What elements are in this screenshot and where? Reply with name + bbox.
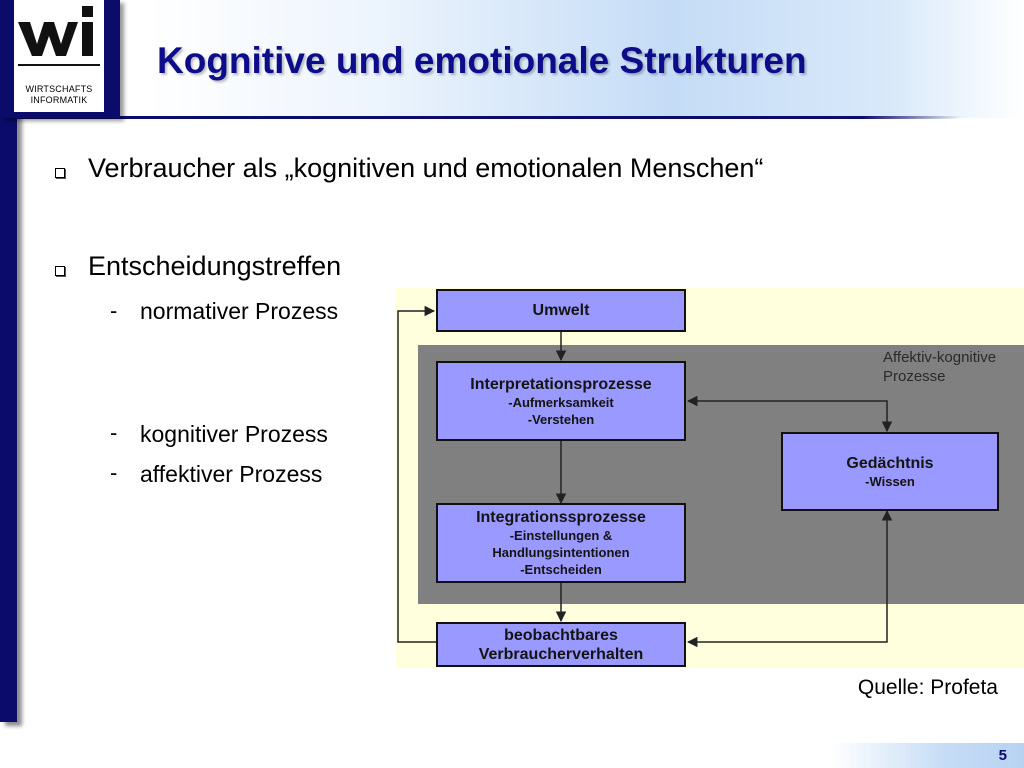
header-rule — [0, 116, 862, 119]
subitem-text: kognitiver Prozess — [140, 421, 328, 447]
subitem-text: affektiver Prozess — [140, 461, 323, 487]
panel-label-line2: Prozesse — [883, 368, 946, 385]
wi-logo-icon — [18, 6, 100, 66]
source-caption: Quelle: Profeta — [857, 676, 998, 699]
logo-text-line2: INFORMATIK — [30, 95, 88, 105]
panel-label-line1: Affektiv-kognitive — [883, 349, 997, 366]
bullet-square-icon — [55, 168, 65, 178]
header-band — [145, 0, 1024, 118]
dash-bullet: - — [110, 420, 118, 445]
node-integration: Integrationssprozesse -Einstellungen & H… — [436, 503, 686, 583]
logo-panel: WIRTSCHAFTS INFORMATIK — [14, 0, 104, 112]
node-integration-title: Integrationssprozesse — [476, 509, 646, 526]
node-umwelt-title: Umwelt — [532, 302, 590, 319]
node-verhalten: beobachtbares Verbraucherverhalten — [436, 622, 686, 667]
logo-text: WIRTSCHAFTS INFORMATIK — [14, 84, 104, 106]
page-title: Kognitive und emotionale Strukturen — [157, 40, 807, 81]
arrow-gedaechtnis-interpretation — [686, 395, 893, 433]
dash-bullet: - — [110, 298, 118, 323]
bullet-text: Verbraucher als „kognitiven und emotiona… — [88, 153, 764, 183]
node-interpretation-line1: -Aufmerksamkeit — [508, 394, 614, 410]
node-interpretation-line2: -Verstehen — [527, 411, 595, 427]
node-integration-line2: Handlungsintentionen — [492, 545, 630, 560]
left-accent-bar — [0, 0, 17, 722]
node-interpretation: Interpretationsprozesse -Aufmerksamkeit … — [436, 361, 686, 441]
logo: WIRTSCHAFTS INFORMATIK — [0, 0, 120, 118]
node-integration-line1: -Einstellungen & — [509, 528, 613, 543]
node-verhalten-title-line1: beobachtbares — [504, 626, 618, 644]
arrow-feedback-umwelt — [397, 305, 436, 643]
node-gedaechtnis-line1: -Wissen — [865, 473, 915, 489]
logo-text-line1: WIRTSCHAFTS — [25, 84, 93, 94]
footer-band — [830, 743, 1024, 768]
bullet-square-icon — [55, 266, 65, 276]
header-rule-fade — [862, 116, 962, 119]
node-umwelt: Umwelt — [436, 289, 686, 332]
arrow-gedaechtnis-verhalten — [686, 509, 893, 648]
dash-bullet: - — [110, 460, 118, 485]
page-number: 5 — [998, 747, 1007, 764]
node-integration-line3: -Entscheiden — [520, 562, 602, 577]
subitem-text: normativer Prozess — [140, 298, 339, 324]
node-verhalten-title-line2: Verbraucherverhalten — [478, 645, 644, 663]
node-gedaechtnis-title: Gedächtnis — [846, 454, 934, 472]
panel-label: Affektiv-kognitive Prozesse — [883, 348, 996, 386]
node-interpretation-title: Interpretationsprozesse — [470, 375, 652, 393]
bullet-text: Entscheidungstreffen — [88, 251, 342, 281]
node-gedaechtnis: Gedächtnis -Wissen — [781, 432, 999, 511]
